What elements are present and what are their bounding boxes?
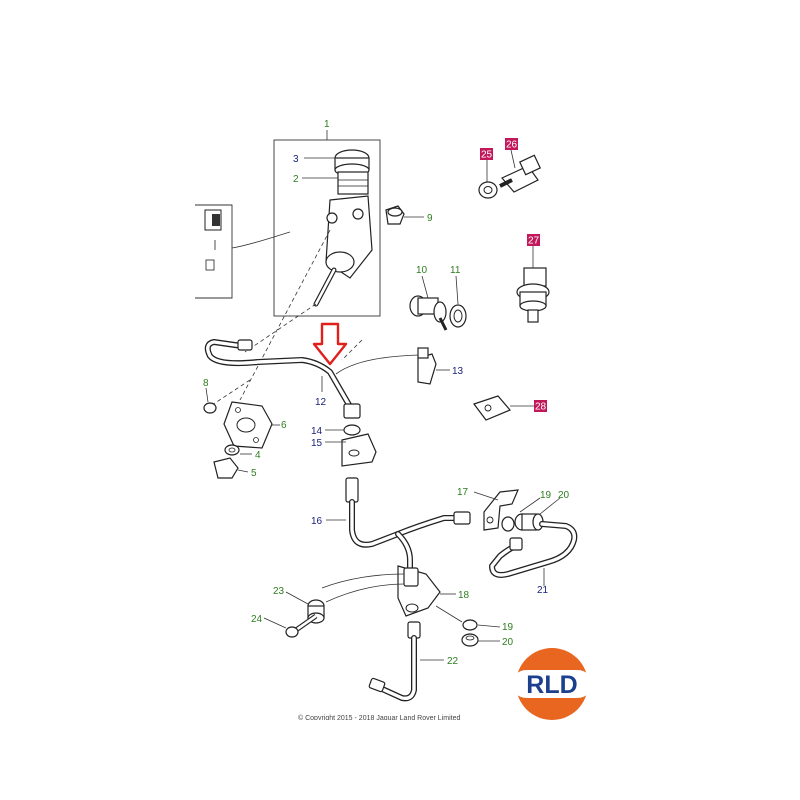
rld-logo-text: RLD <box>526 671 577 699</box>
part-19-nut-lower <box>462 619 501 631</box>
part-8-nut <box>203 387 217 414</box>
part-11-washer <box>449 275 467 328</box>
part-22-brake-pipe <box>368 621 444 702</box>
badge-27: 27 <box>527 234 540 247</box>
part-20-washer-lower <box>461 633 500 647</box>
badge-28: 28 <box>534 400 547 413</box>
part-25-washer <box>478 160 498 199</box>
callout-8: 8 <box>203 378 209 389</box>
callout-20: 20 <box>558 490 570 501</box>
callout-18: 18 <box>458 590 470 601</box>
svg-text:25: 25 <box>481 150 493 161</box>
part-5-nut <box>213 457 249 479</box>
callout-6: 6 <box>281 420 287 431</box>
badge-25: 25 <box>480 148 493 161</box>
svg-text:27: 27 <box>528 236 540 247</box>
callout-20-lower: 20 <box>502 637 514 648</box>
part-23-spacer <box>285 591 325 624</box>
callout-14: 14 <box>311 426 323 437</box>
rld-logo: RLD <box>512 648 592 720</box>
callout-19-lower: 19 <box>502 622 514 633</box>
part-6-gasket <box>223 401 280 449</box>
callout-labels: 1 2 3 4 5 6 8 9 10 11 12 13 14 15 16 17 … <box>203 119 570 667</box>
copyright-text: © Copyright 2015 - 2018 Jaguar Land Rove… <box>298 714 460 722</box>
callout-17: 17 <box>457 487 469 498</box>
part-16-flexible-hose <box>326 477 471 575</box>
svg-text:28: 28 <box>535 402 547 413</box>
part-19-nut <box>501 497 541 532</box>
callout-5: 5 <box>251 468 257 479</box>
callout-4: 4 <box>255 450 261 461</box>
part-24-bolt <box>263 613 318 638</box>
callout-23: 23 <box>273 586 285 597</box>
assembly-guide-lines <box>211 229 363 406</box>
part-14-washer <box>325 424 361 436</box>
part-17-bracket <box>473 489 519 531</box>
part-27-pressure-switch <box>516 246 550 323</box>
callout-13: 13 <box>452 366 464 377</box>
callout-21: 21 <box>537 585 549 596</box>
part-10-banjo-bolt <box>409 275 448 331</box>
badge-26: 26 <box>505 138 518 151</box>
callout-15: 15 <box>311 438 323 449</box>
callout-10: 10 <box>416 265 428 276</box>
part-4-nut <box>224 444 252 456</box>
callout-11: 11 <box>450 265 461 276</box>
part-9-bolt <box>385 205 424 225</box>
part-18-mounting-bracket <box>321 565 463 623</box>
master-cylinder-inset <box>273 130 381 317</box>
callout-19: 19 <box>540 490 552 501</box>
badge-labels: 25 26 27 28 <box>480 138 547 413</box>
svg-text:26: 26 <box>506 140 518 151</box>
bulkhead-partial <box>195 204 291 299</box>
part-12-brake-pipe <box>204 339 421 419</box>
part-26-adapter <box>499 149 542 193</box>
part-21-brake-pipe <box>489 521 578 586</box>
callout-16: 16 <box>311 516 323 527</box>
callout-9: 9 <box>427 213 433 224</box>
part-13-clip <box>417 347 450 385</box>
callout-3: 3 <box>293 154 299 165</box>
red-down-arrow <box>312 322 348 366</box>
callout-22: 22 <box>447 656 459 667</box>
callout-2: 2 <box>293 174 299 185</box>
part-15-bracket <box>325 433 377 467</box>
callout-1: 1 <box>324 119 330 130</box>
callout-12: 12 <box>315 397 327 408</box>
callout-24: 24 <box>251 614 263 625</box>
part-28-adapter <box>473 395 534 421</box>
